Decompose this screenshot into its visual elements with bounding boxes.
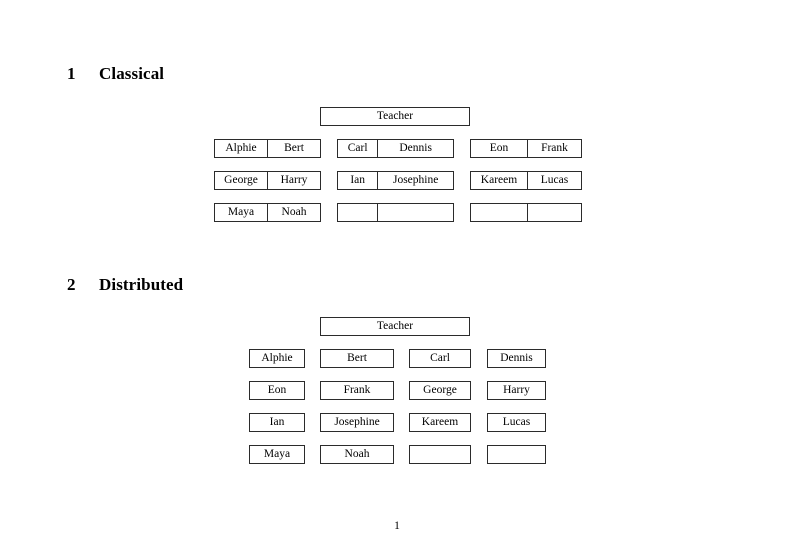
table-cell: Eon	[489, 142, 509, 154]
section-heading-classical: 1 Classical	[67, 64, 164, 84]
node-box-empty	[409, 445, 471, 464]
node-box: Carl	[409, 349, 471, 368]
node-box: Dennis	[487, 349, 546, 368]
node-box: Alphie	[249, 349, 305, 368]
node-box: Josephine	[320, 413, 394, 432]
table-row: George Harry	[214, 171, 321, 190]
node-box: Frank	[320, 381, 394, 400]
node-box: Kareem	[409, 413, 471, 432]
table-cell: Lucas	[526, 172, 581, 189]
table-row: Eon Frank	[470, 139, 582, 158]
page-number: 1	[394, 520, 400, 532]
table-row-empty	[337, 203, 454, 222]
table-cell	[526, 204, 581, 221]
table-cell: Maya	[227, 206, 255, 218]
table-cell: Alphie	[225, 142, 257, 154]
table-cell: Bert	[267, 140, 320, 157]
table-cell: Harry	[267, 172, 320, 189]
section-title: Distributed	[99, 275, 184, 294]
node-box: Lucas	[487, 413, 546, 432]
node-box: Eon	[249, 381, 305, 400]
table-row: Ian Josephine	[337, 171, 454, 190]
section-number: 1	[67, 64, 76, 83]
section-title: Classical	[99, 64, 165, 83]
node-box: Ian	[249, 413, 305, 432]
node-box-empty	[487, 445, 546, 464]
table-row: Maya Noah	[214, 203, 321, 222]
table-cell: Dennis	[377, 140, 453, 157]
table-cell: Noah	[267, 204, 320, 221]
table-cell: Ian	[350, 174, 365, 186]
table-row-empty	[470, 203, 582, 222]
table-cell: Josephine	[377, 172, 453, 189]
table-row: Alphie Bert	[214, 139, 321, 158]
section-number: 2	[67, 275, 76, 294]
node-box: Bert	[320, 349, 394, 368]
table-row: Carl Dennis	[337, 139, 454, 158]
table-cell: Frank	[526, 140, 581, 157]
table-cell	[377, 204, 453, 221]
teacher-box-distributed: Teacher	[320, 317, 470, 336]
table-cell	[471, 204, 527, 221]
table-row: Kareem Lucas	[470, 171, 582, 190]
section-heading-distributed: 2 Distributed	[67, 275, 183, 295]
node-box: Noah	[320, 445, 394, 464]
teacher-box-classical: Teacher	[320, 107, 470, 126]
table-cell	[338, 204, 377, 221]
node-box: George	[409, 381, 471, 400]
node-box: Harry	[487, 381, 546, 400]
table-cell: Kareem	[480, 174, 518, 186]
table-cell: George	[224, 174, 258, 186]
table-cell: Carl	[347, 142, 368, 154]
node-box: Maya	[249, 445, 305, 464]
